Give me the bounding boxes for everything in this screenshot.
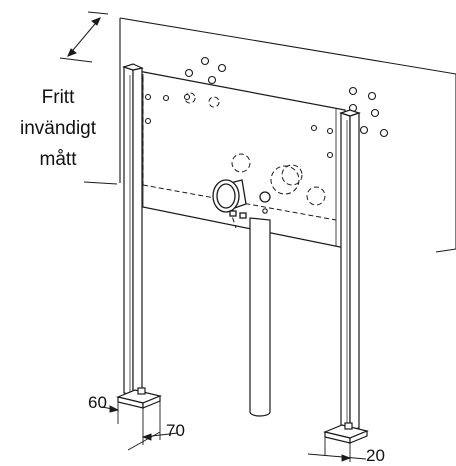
drain-pipe [249,217,271,417]
wall-thickness-dimension [59,11,109,63]
wall-outline [83,17,456,253]
dimension-label-20: 20 [366,446,385,465]
dimension-label-60: 60 [88,393,107,412]
right-leg [323,109,369,444]
wall-holes [184,56,389,138]
foot-dimension-lines [101,401,367,462]
annotation-text: Fritt invändigt mått 60 70 20 [20,87,385,465]
annotation-line-2: invändigt [20,118,97,139]
annotation-line-3: mått [40,149,78,170]
mounting-holes [144,93,334,214]
annotation-line-1: Fritt [42,87,75,108]
dimension-label-70: 70 [166,421,185,440]
left-leg [116,63,162,409]
connection-fitting [212,179,271,219]
